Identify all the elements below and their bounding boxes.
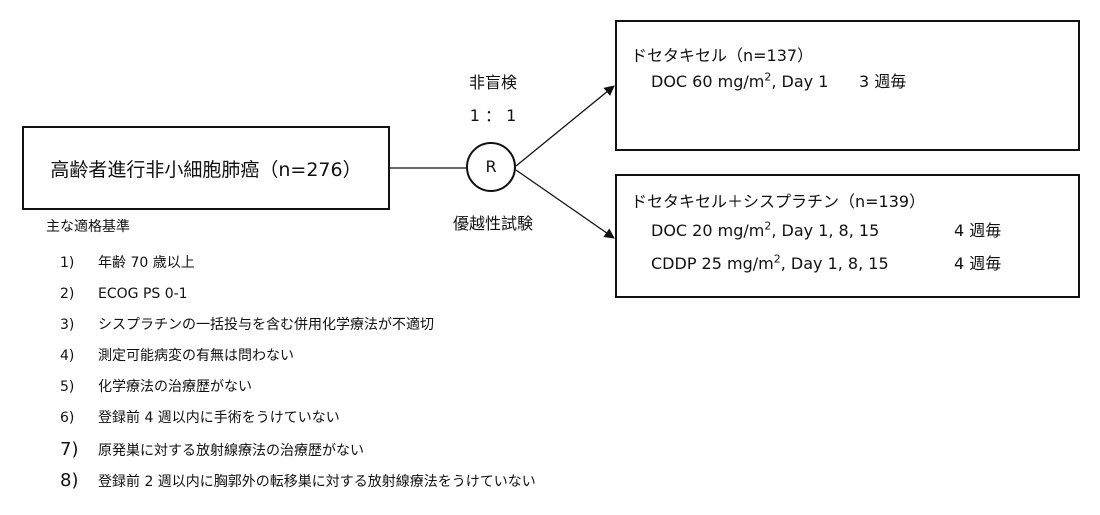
eligibility-criteria-heading: 主な適格基準 bbox=[46, 219, 130, 235]
criterion-item-1: 1) 年齢 70 歳以上 bbox=[60, 248, 536, 279]
criterion-text-8: 登録前 2 週以内に胸郭外の転移巣に対する放射線療法をうけていない bbox=[98, 474, 536, 490]
cddp-dose-day: , Day 1, 8, 15 bbox=[780, 254, 889, 274]
criterion-number-2: 2) bbox=[60, 286, 75, 302]
docetaxel-dose: DOC 60 mg/m2, Day 1 bbox=[651, 72, 859, 91]
doc-dose-prefix: DOC 20 mg/m bbox=[651, 221, 765, 241]
criterion-item-3: 3) シスプラチンの一括投与を含む併用化学療法が不適切 bbox=[60, 310, 536, 341]
docetaxel-arm-box: ドセタキセル（n=137） DOC 60 mg/m2, Day 1 3 週毎 bbox=[615, 20, 1080, 151]
criterion-number-1: 1) bbox=[60, 255, 75, 271]
criterion-text-7: 原発巣に対する放射線療法の治療歴がない bbox=[98, 443, 364, 459]
docetaxel-dose-unit-power: 2 bbox=[764, 70, 772, 84]
docetaxel-cisplatin-arm-box: ドセタキセル＋シスプラチン（n=139） DOC 20 mg/m2, Day 1… bbox=[615, 174, 1080, 298]
criterion-text-2: ECOG PS 0-1 bbox=[98, 286, 188, 302]
criterion-number-4: 4) bbox=[60, 348, 75, 364]
eligibility-criteria-list: 1) 年齢 70 歳以上 2) ECOG PS 0-1 3) シスプラチンの一括投与を… bbox=[60, 248, 536, 496]
randomization-symbol: R bbox=[485, 157, 497, 176]
cddp-regimen-row: CDDP 25 mg/m2, Day 1, 8, 15 4 週毎 bbox=[631, 254, 1078, 273]
trial-objective-label: 優越性試験 bbox=[452, 214, 533, 233]
criterion-item-5: 5) 化学療法の治療歴がない bbox=[60, 372, 536, 403]
criterion-number-6: 6) bbox=[60, 410, 75, 426]
docetaxel-schedule: 3 週毎 bbox=[859, 72, 907, 92]
population-box: 高齢者進行非小細胞肺癌（n=276） bbox=[22, 126, 390, 210]
doc-schedule: 4 週毎 bbox=[954, 221, 1002, 241]
arrow-to-docetaxel-arm bbox=[515, 85, 615, 167]
population-label: 高齢者進行非小細胞肺癌（n=276） bbox=[50, 158, 362, 181]
cddp-schedule: 4 週毎 bbox=[954, 254, 1002, 274]
docetaxel-dose-day: , Day 1 bbox=[771, 72, 829, 92]
criterion-item-2: 2) ECOG PS 0-1 bbox=[60, 279, 536, 310]
criterion-text-3: シスプラチンの一括投与を含む併用化学療法が不適切 bbox=[98, 317, 434, 333]
criterion-item-8: 8) 登録前 2 週以内に胸郭外の転移巣に対する放射線療法をうけていない bbox=[60, 465, 536, 496]
doc-dose-day: , Day 1, 8, 15 bbox=[771, 221, 880, 241]
criterion-text-4: 測定可能病変の有無は問わない bbox=[98, 348, 294, 364]
criterion-text-5: 化学療法の治療歴がない bbox=[98, 379, 252, 395]
cddp-dose-prefix: CDDP 25 mg/m bbox=[651, 254, 774, 274]
docetaxel-regimen-row: DOC 60 mg/m2, Day 1 3 週毎 bbox=[631, 72, 1078, 91]
criterion-text-6: 登録前 4 週以内に手術をうけていない bbox=[98, 410, 340, 426]
criterion-number-5: 5) bbox=[60, 379, 75, 395]
criterion-number-3: 3) bbox=[60, 317, 75, 333]
docetaxel-cisplatin-arm-title: ドセタキセル＋シスプラチン（n=139） bbox=[631, 192, 926, 211]
criterion-number-7: 7) bbox=[60, 439, 79, 460]
criterion-number-8: 8) bbox=[60, 470, 79, 491]
doc-dose-unit-power: 2 bbox=[764, 219, 772, 233]
docetaxel-dose-prefix: DOC 60 mg/m bbox=[651, 72, 765, 92]
trial-design-label: 非盲検 bbox=[468, 73, 517, 92]
docetaxel-arm-title: ドセタキセル（n=137） bbox=[631, 46, 814, 65]
criterion-text-1: 年齢 70 歳以上 bbox=[98, 255, 195, 271]
criterion-item-4: 4) 測定可能病変の有無は問わない bbox=[60, 341, 536, 372]
randomization-node: R bbox=[466, 142, 516, 192]
criterion-item-7: 7) 原発巣に対する放射線療法の治療歴がない bbox=[60, 434, 536, 465]
cddp-dose-unit-power: 2 bbox=[773, 253, 781, 267]
doc-dose: DOC 20 mg/m2, Day 1, 8, 15 bbox=[651, 221, 954, 240]
criterion-item-6: 6) 登録前 4 週以内に手術をうけていない bbox=[60, 403, 536, 434]
cddp-dose: CDDP 25 mg/m2, Day 1, 8, 15 bbox=[651, 254, 954, 273]
randomization-ratio-label: 1 ： 1 bbox=[469, 106, 517, 125]
doc-regimen-row: DOC 20 mg/m2, Day 1, 8, 15 4 週毎 bbox=[631, 221, 1078, 240]
